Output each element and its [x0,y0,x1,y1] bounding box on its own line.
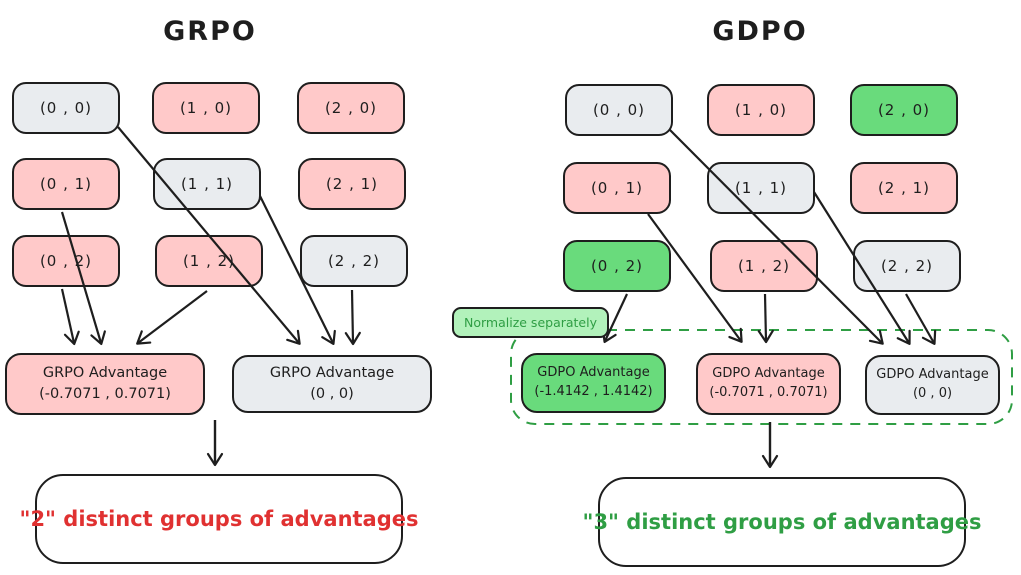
grpo-cell-0-2: (0 , 2) [12,235,120,287]
grpo-advantage-gray-value: (0 , 0) [310,386,354,402]
grpo-conclusion-text: "2" distinct groups of advantages [19,507,419,531]
gdpo-conclusion-text: "3" distinct groups of advantages [582,510,982,534]
gdpo-title: GDPO [712,16,808,47]
grpo-cell-0-1: (0 , 1) [12,158,120,210]
grpo-advantage-pink-value: (-0.7071 , 0.7071) [39,386,171,402]
grpo-cell-2-2: (2 , 2) [300,235,408,287]
gdpo-advantage-green: GDPO Advantage (-1.4142 , 1.4142) [521,353,666,413]
grpo-cell-1-1: (1 , 1) [153,158,261,210]
grpo-advantage-gray: GRPO Advantage (0 , 0) [232,355,432,413]
grpo-cell-1-0: (1 , 0) [152,82,260,134]
gdpo-advantage-green-title: GDPO Advantage [537,365,650,381]
grpo-cell-2-1: (2 , 1) [298,158,406,210]
gdpo-cell-1-1: (1 , 1) [707,162,815,214]
gdpo-advantage-pink-title: GDPO Advantage [712,366,825,382]
normalize-separately-label: Normalize separately [452,307,609,338]
gdpo-advantage-gray-title: GDPO Advantage [876,367,989,383]
gdpo-cell-2-1: (2 , 1) [850,162,958,214]
gdpo-cell-1-2: (1 , 2) [710,240,818,292]
gdpo-advantage-gray: GDPO Advantage (0 , 0) [865,355,1000,415]
grpo-advantage-pink: GRPO Advantage (-0.7071 , 0.7071) [5,353,205,415]
gdpo-cell-0-0: (0 , 0) [565,84,673,136]
gdpo-cell-2-2: (2 , 2) [853,240,961,292]
gdpo-cell-1-0: (1 , 0) [707,84,815,136]
gdpo-advantage-pink: GDPO Advantage (-0.7071 , 0.7071) [696,353,841,415]
gdpo-conclusion-box: "3" distinct groups of advantages [583,477,982,567]
grpo-conclusion-box: "2" distinct groups of advantages [20,474,419,564]
grpo-cell-2-0: (2 , 0) [297,82,405,134]
grpo-title: GRPO [163,16,257,47]
gdpo-advantage-green-value: (-1.4142 , 1.4142) [534,384,653,399]
grpo-cell-1-2: (1 , 2) [155,235,263,287]
gdpo-cell-2-0: (2 , 0) [850,84,958,136]
gdpo-advantage-gray-value: (0 , 0) [912,386,953,401]
grpo-advantage-gray-title: GRPO Advantage [269,364,395,381]
grpo-advantage-pink-title: GRPO Advantage [42,364,168,381]
grpo-cell-0-0: (0 , 0) [12,82,120,134]
gdpo-cell-0-1: (0 , 1) [563,162,671,214]
gdpo-cell-0-2: (0 , 2) [563,240,671,292]
gdpo-advantage-pink-value: (-0.7071 , 0.7071) [709,385,828,400]
